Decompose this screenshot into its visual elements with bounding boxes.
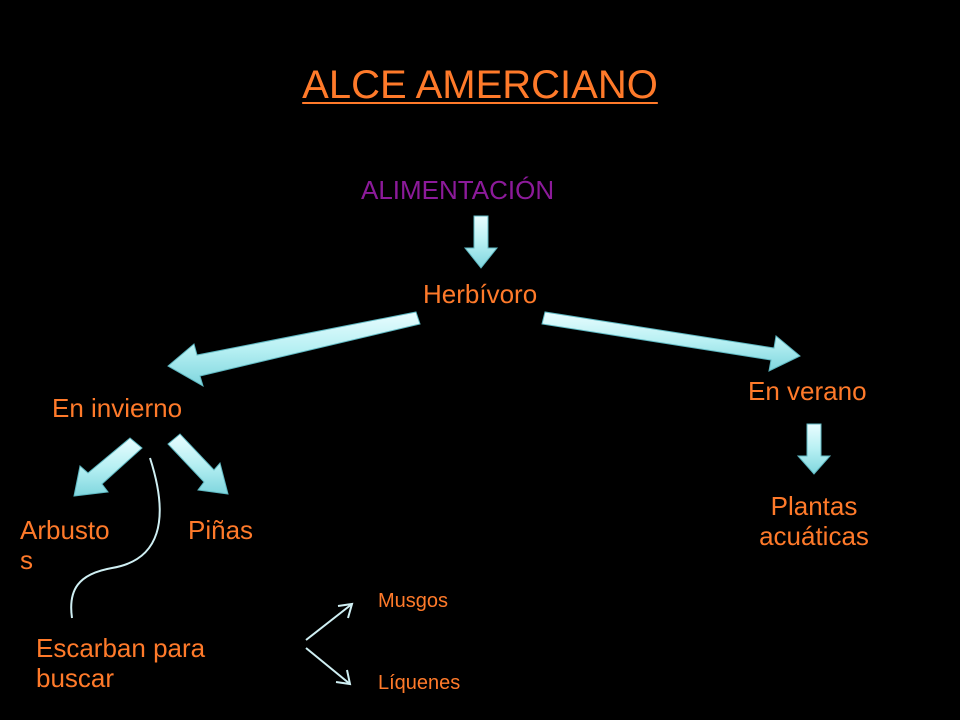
node-plantas-acuaticas: Plantas acuáticas xyxy=(747,491,881,552)
node-alimentacion: ALIMENTACIÓN xyxy=(361,175,555,205)
node-escarban-line2: buscar xyxy=(36,662,115,693)
arrow-escarban-musgos xyxy=(305,602,354,641)
arrow-escarban-liquenes xyxy=(305,647,352,686)
page-title: ALCE AMERCIANO xyxy=(302,63,658,107)
node-musgos: Musgos xyxy=(378,590,449,612)
arrow-alimentacion-herbivoro xyxy=(463,215,499,269)
node-liquenes: Líquenes xyxy=(378,672,461,694)
node-herbivoro: Herbívoro xyxy=(423,279,538,309)
node-arbustos-line2: s xyxy=(20,544,33,575)
arrow-invierno-pinas xyxy=(167,433,229,495)
arrow-herbivoro-verano xyxy=(541,311,801,372)
arrow-invierno-arbustos xyxy=(73,437,143,497)
node-escarban: Escarban para buscar xyxy=(36,633,206,694)
node-pinas: Piñas xyxy=(188,515,254,545)
node-en-verano: En verano xyxy=(748,376,867,406)
node-arbustos: Arbusto s xyxy=(20,515,110,576)
node-escarban-line1: Escarban para xyxy=(36,633,206,663)
arrow-verano-plantas xyxy=(796,423,832,475)
arrow-herbivoro-invierno xyxy=(167,311,421,388)
node-plantas-line1: Plantas xyxy=(770,491,858,521)
node-plantas-line2: acuáticas xyxy=(759,520,869,551)
node-arbustos-line1: Arbusto xyxy=(20,515,110,545)
node-en-invierno: En invierno xyxy=(52,393,183,423)
